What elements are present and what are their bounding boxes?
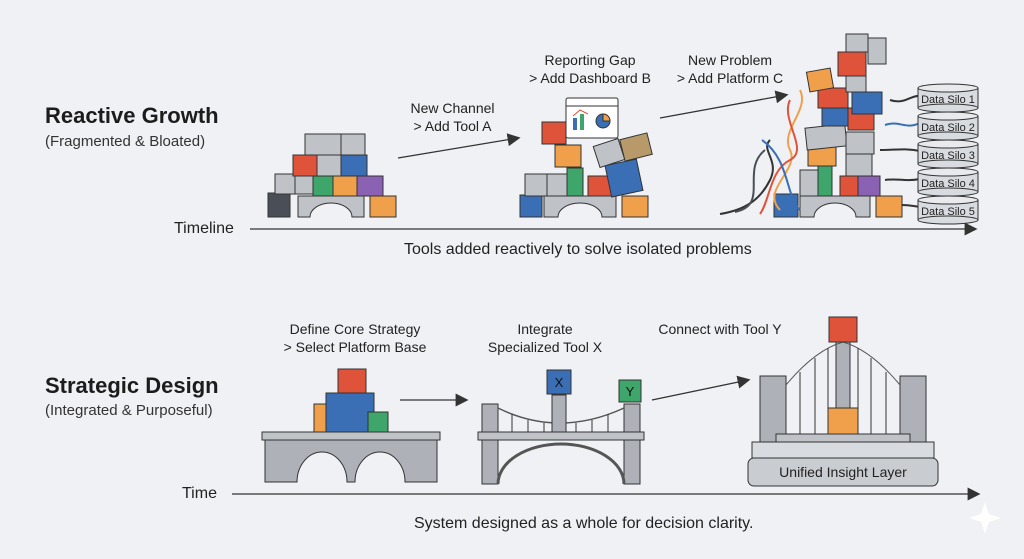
time-label: Time (182, 485, 217, 502)
stack-bloated (773, 33, 903, 218)
step-new-channel-line1: New Channel (410, 100, 495, 116)
stack-initial (267, 133, 397, 218)
stack-dashboard (519, 97, 653, 218)
data-silo-1 (917, 83, 979, 113)
sparkle-icon (969, 502, 1001, 534)
arrow-step-connect (651, 375, 751, 401)
strategic-design-title: Strategic Design (45, 373, 219, 398)
strategic-caption: System designed as a whole for decision … (414, 515, 754, 532)
step-define-core-line1: Define Core Strategy (289, 321, 421, 337)
data-silo-4-label: Data Silo 4 (921, 178, 975, 190)
step-new-problem-line1: New Problem (687, 52, 773, 68)
data-silos (917, 83, 979, 225)
step-integrate-line1: Integrate (517, 321, 573, 337)
reactive-caption: Tools added reactively to solve isolated… (404, 241, 752, 258)
timeline-label: Timeline (174, 220, 234, 237)
step-new-channel-line2: > Add Tool A (413, 118, 492, 134)
arrow-step3 (659, 90, 789, 119)
step-reporting-gap-line2: > Add Dashboard B (529, 70, 651, 86)
step-reporting-gap: Reporting Gap > Add Dashboard B (515, 51, 665, 87)
reactive-growth-subtitle: (Fragmented & Bloated) (45, 133, 206, 150)
data-silo-5-label: Data Silo 5 (921, 206, 975, 218)
step-connect-line1: Connect with Tool Y (658, 321, 782, 337)
step-define-core: Define Core Strategy > Select Platform B… (265, 320, 445, 356)
step-reporting-gap-line1: Reporting Gap (544, 52, 636, 68)
step-new-channel: New Channel > Add Tool A (390, 99, 515, 135)
tool-x-label: X (555, 375, 564, 390)
reactive-growth-title: Reactive Growth (45, 103, 219, 128)
step-connect: Connect with Tool Y (645, 320, 795, 338)
data-silo-1-label: Data Silo 1 (921, 94, 975, 106)
step-new-problem-line2: > Add Platform C (676, 70, 784, 86)
strategic-design-subtitle: (Integrated & Purposeful) (45, 402, 213, 419)
data-silo-5 (917, 195, 979, 225)
bridge-integrated (477, 369, 645, 485)
step-new-problem: New Problem > Add Platform C (660, 51, 800, 87)
data-silo-2-label: Data Silo 2 (921, 122, 975, 134)
step-integrate: Integrate Specialized Tool X (470, 320, 620, 356)
tool-y-label: Y (626, 384, 635, 399)
data-silo-4 (917, 167, 979, 197)
unified-system (747, 316, 939, 487)
platform-base (261, 368, 441, 483)
tangled-cables (719, 89, 921, 215)
unified-insight-layer-label: Unified Insight Layer (779, 464, 907, 480)
arrow-step1 (397, 133, 521, 159)
data-silo-3 (917, 139, 979, 169)
data-silo-3-label: Data Silo 3 (921, 150, 975, 162)
data-silo-2 (917, 111, 979, 141)
step-define-core-line2: > Select Platform Base (283, 339, 427, 355)
step-integrate-line2: Specialized Tool X (487, 339, 603, 355)
